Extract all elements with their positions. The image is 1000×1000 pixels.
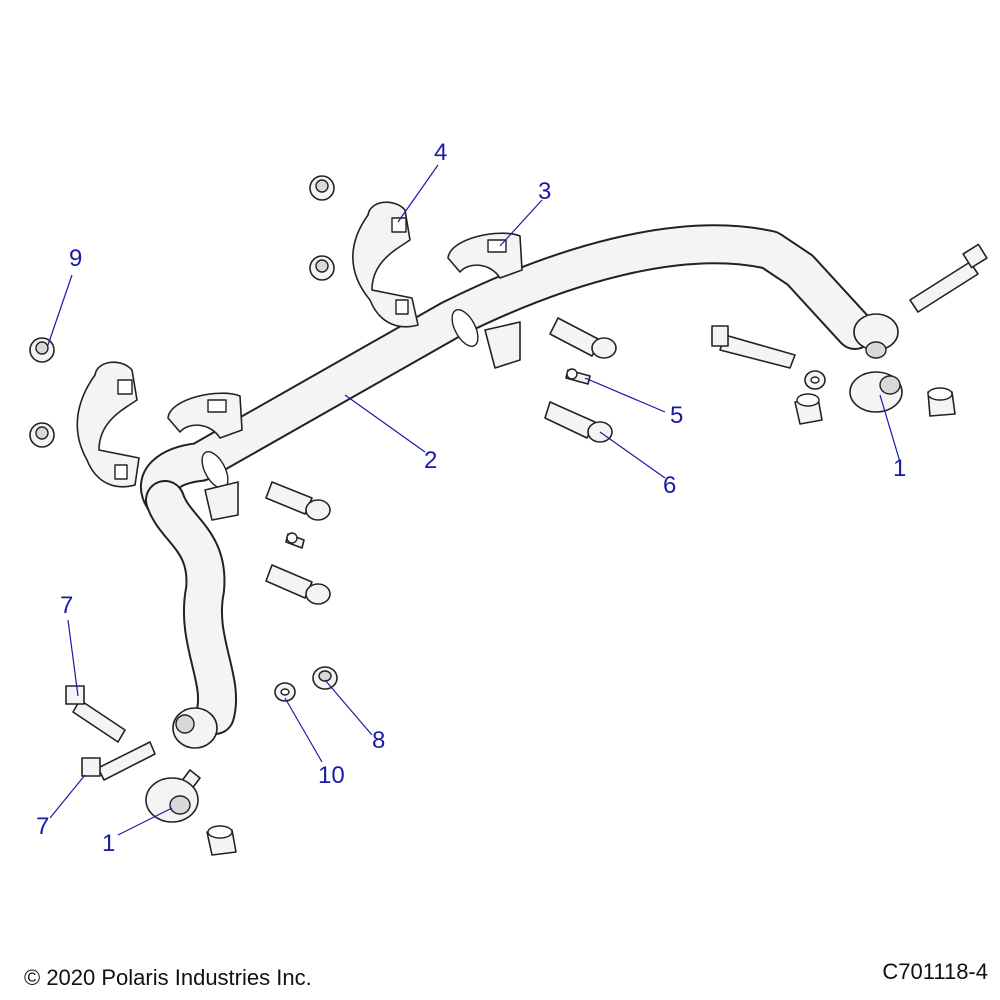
locknut-right-2 [927, 387, 956, 417]
link-right [849, 313, 903, 413]
callout-10: 10 [318, 762, 345, 789]
clamp-left [76, 361, 140, 488]
drawing-number: C701118-4 [882, 959, 988, 984]
copyright-notice: © 2020 Polaris Industries Inc. [24, 965, 312, 990]
nut-top-1 [309, 175, 335, 201]
bar-bushing-lower-left [204, 481, 239, 521]
locknut-left-8 [312, 666, 338, 690]
callout-2: 2 [424, 447, 438, 474]
nut-left-2 [29, 422, 55, 448]
callout-1-right: 1 [893, 455, 907, 482]
bar-bushing-upper-left [167, 392, 243, 439]
bolt-left-lower-7 [81, 741, 156, 781]
callout-7-upper: 7 [60, 592, 74, 619]
bolt-left-upper-7 [65, 685, 126, 743]
callout-9: 9 [69, 245, 83, 272]
callout-7-lower: 7 [36, 813, 50, 840]
clamp-right [352, 201, 419, 328]
bolt-right-lower [544, 401, 613, 443]
locknut-right-1 [794, 393, 823, 425]
bolt-right-upper [549, 317, 617, 359]
stabilizer-bar [140, 224, 875, 735]
nut-left-1 [29, 337, 55, 363]
callout-3: 3 [538, 178, 552, 205]
leader-lines [47, 164, 901, 836]
callout-8: 8 [372, 727, 386, 754]
bar-bushing-lower-right [484, 321, 521, 369]
callout-1-left: 1 [102, 830, 116, 857]
washer-left [274, 682, 296, 702]
bar-bushing-upper-right [447, 232, 523, 279]
bolt-right-long [909, 243, 988, 313]
callout-4: 4 [434, 139, 448, 166]
bolt-right-mid [711, 325, 796, 369]
callout-6: 6 [663, 472, 677, 499]
callout-5: 5 [670, 402, 684, 429]
link-left [145, 707, 218, 823]
bolt-left-lower [265, 564, 331, 605]
grease-fitting-right [565, 368, 591, 385]
grease-fitting-left [285, 532, 305, 549]
locknut-left [206, 825, 237, 856]
washer-right [804, 370, 826, 390]
nut-top-2 [309, 255, 335, 281]
bolt-left-upper [265, 481, 331, 521]
